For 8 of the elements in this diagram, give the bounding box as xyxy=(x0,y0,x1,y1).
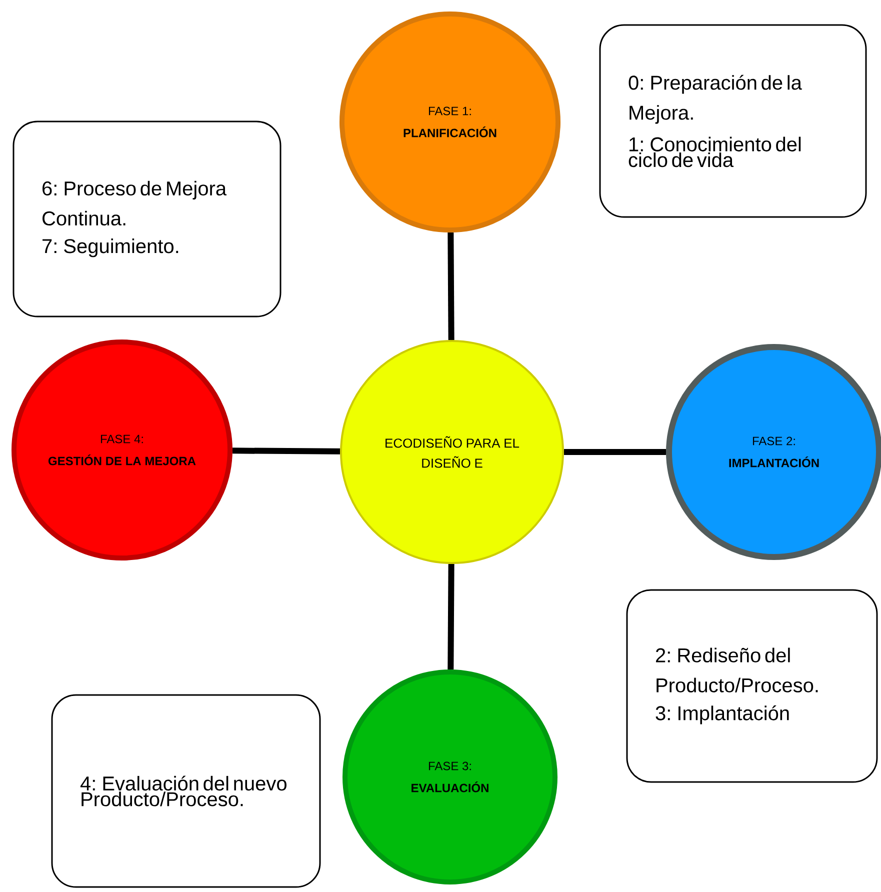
connector-line xyxy=(448,232,454,340)
text-box: 6: Proceso de Mejora Continua. 7: Seguimiento. xyxy=(12,120,282,318)
connector-line xyxy=(564,449,666,455)
text-box: 4: Evaluación del nuevo Producto/Proceso. xyxy=(51,694,321,888)
text-box: 2: Rediseño del Producto/Proceso. 3: Implantación xyxy=(626,589,878,783)
connector-line xyxy=(448,564,454,670)
text-box: 0: Preparación de la Mejora. 1: Conocimiento del ciclo de vida xyxy=(599,24,867,218)
connector-line xyxy=(232,448,340,454)
